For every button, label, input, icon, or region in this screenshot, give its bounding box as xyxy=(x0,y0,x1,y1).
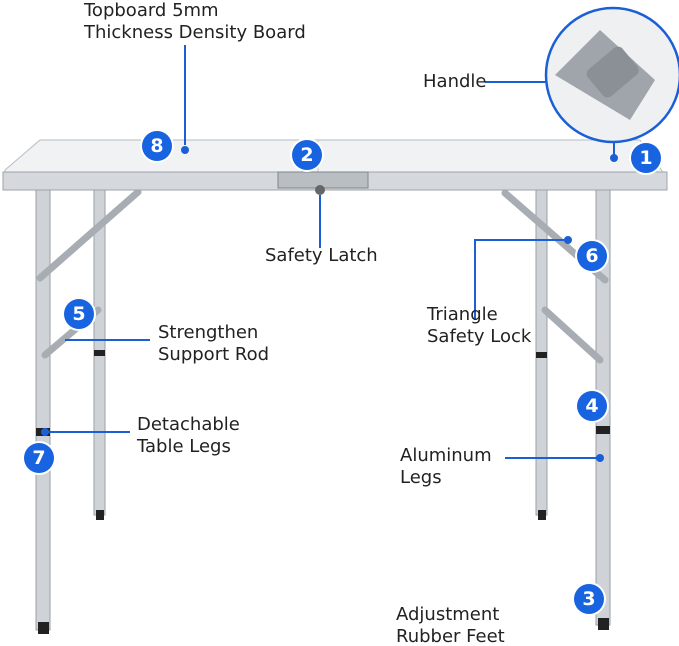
badge-2: 2 xyxy=(292,140,322,170)
label-line: Topboard 5mm xyxy=(84,0,219,21)
badge-6: 6 xyxy=(577,241,607,271)
label-line: Rubber Feet xyxy=(396,626,505,646)
badge-1: 1 xyxy=(631,143,661,173)
label-line: Table Legs xyxy=(137,436,231,457)
latch xyxy=(277,171,369,189)
label-line: Aluminum xyxy=(400,445,492,466)
label-safety-latch: Safety Latch xyxy=(265,245,378,266)
badge-4: 4 xyxy=(577,391,607,421)
label-line: Strengthen xyxy=(158,322,259,343)
badge-5: 5 xyxy=(64,299,94,329)
label-line: Adjustment xyxy=(396,604,500,625)
label-line: Triangle xyxy=(427,304,498,325)
label-line: Support Rod xyxy=(158,344,270,365)
label-line: Detachable xyxy=(137,414,240,435)
label-line: Safety Lock xyxy=(427,326,532,347)
label-line: Legs xyxy=(400,467,442,488)
badge-3: 3 xyxy=(574,584,604,614)
label-handle: Handle xyxy=(423,71,487,92)
badge-7: 7 xyxy=(24,443,54,473)
leg-front-left xyxy=(35,189,51,631)
badge-8: 8 xyxy=(142,131,172,161)
label-line: Thickness Density Board xyxy=(84,22,306,43)
